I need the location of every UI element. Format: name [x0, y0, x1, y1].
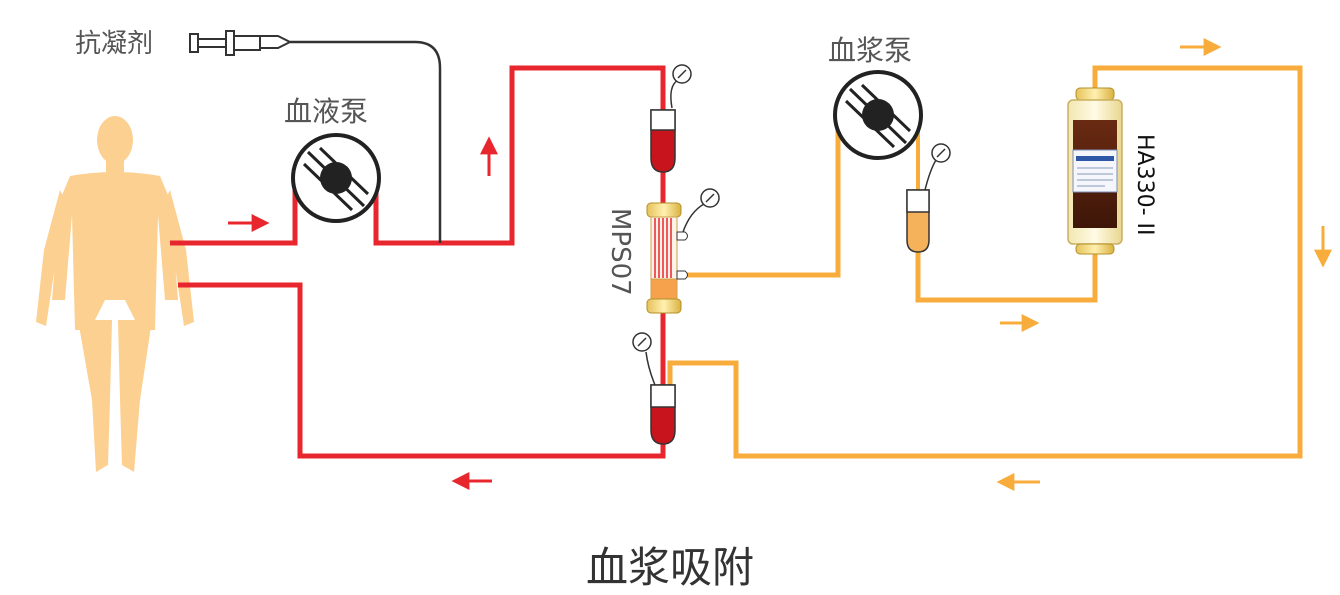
separator-plasma-zone: [650, 278, 678, 300]
blood-line-to-separator: [373, 65, 666, 246]
patient-right-leg: [118, 320, 152, 472]
blood-pump-label: 血液泵: [284, 95, 368, 128]
pressure-gauge-icon: [670, 64, 692, 109]
roller-pump-icon: [862, 99, 894, 131]
patient-right-arm: [160, 190, 194, 326]
anticoagulant-label: 抗凝剂: [75, 29, 153, 59]
patient-left-leg: [78, 320, 112, 472]
patient-torso: [52, 172, 178, 330]
plasma-separator: [646, 202, 688, 314]
arterial-drip-chamber: [650, 109, 676, 173]
plasma-drip-chamber: [906, 189, 930, 253]
blood-line-arterial: [170, 188, 298, 246]
blood-line-return: [178, 282, 666, 459]
plasma-line-to-adsorber: [915, 252, 1098, 303]
patient-left-arm: [36, 190, 70, 326]
separator-port: [676, 270, 688, 280]
syringe-icon: [189, 30, 293, 56]
separator-bottom-cap: [646, 298, 682, 314]
patient-figure: [36, 116, 194, 472]
adsorber-label: HA330- II: [1132, 134, 1157, 236]
adsorber-bottom-cap: [1075, 243, 1115, 255]
venous-drip-chamber: [650, 384, 676, 445]
separator-top-cap: [646, 202, 682, 218]
patient-head: [97, 116, 133, 164]
adsorber-top-cap: [1075, 87, 1115, 101]
pressure-gauge-icon: [924, 143, 951, 191]
pressure-gauge-icon: [632, 332, 656, 386]
plasma-pump-label: 血浆泵: [828, 34, 912, 67]
roller-pump-icon: [320, 162, 352, 194]
adsorber-column: [1067, 87, 1123, 255]
anticoagulant-line: [290, 40, 442, 243]
plasma-line-return: [667, 65, 1303, 459]
pressure-gauge-icon: [682, 188, 720, 233]
blood-pump: [291, 133, 381, 223]
diagram-caption: 血浆吸附: [586, 543, 754, 592]
separator-port: [676, 231, 688, 241]
plasma-line-to-pump: [683, 118, 841, 278]
plasma-separator-label: MPS07: [605, 208, 635, 296]
plasma-pump: [833, 70, 923, 160]
patient-neck: [106, 160, 124, 176]
